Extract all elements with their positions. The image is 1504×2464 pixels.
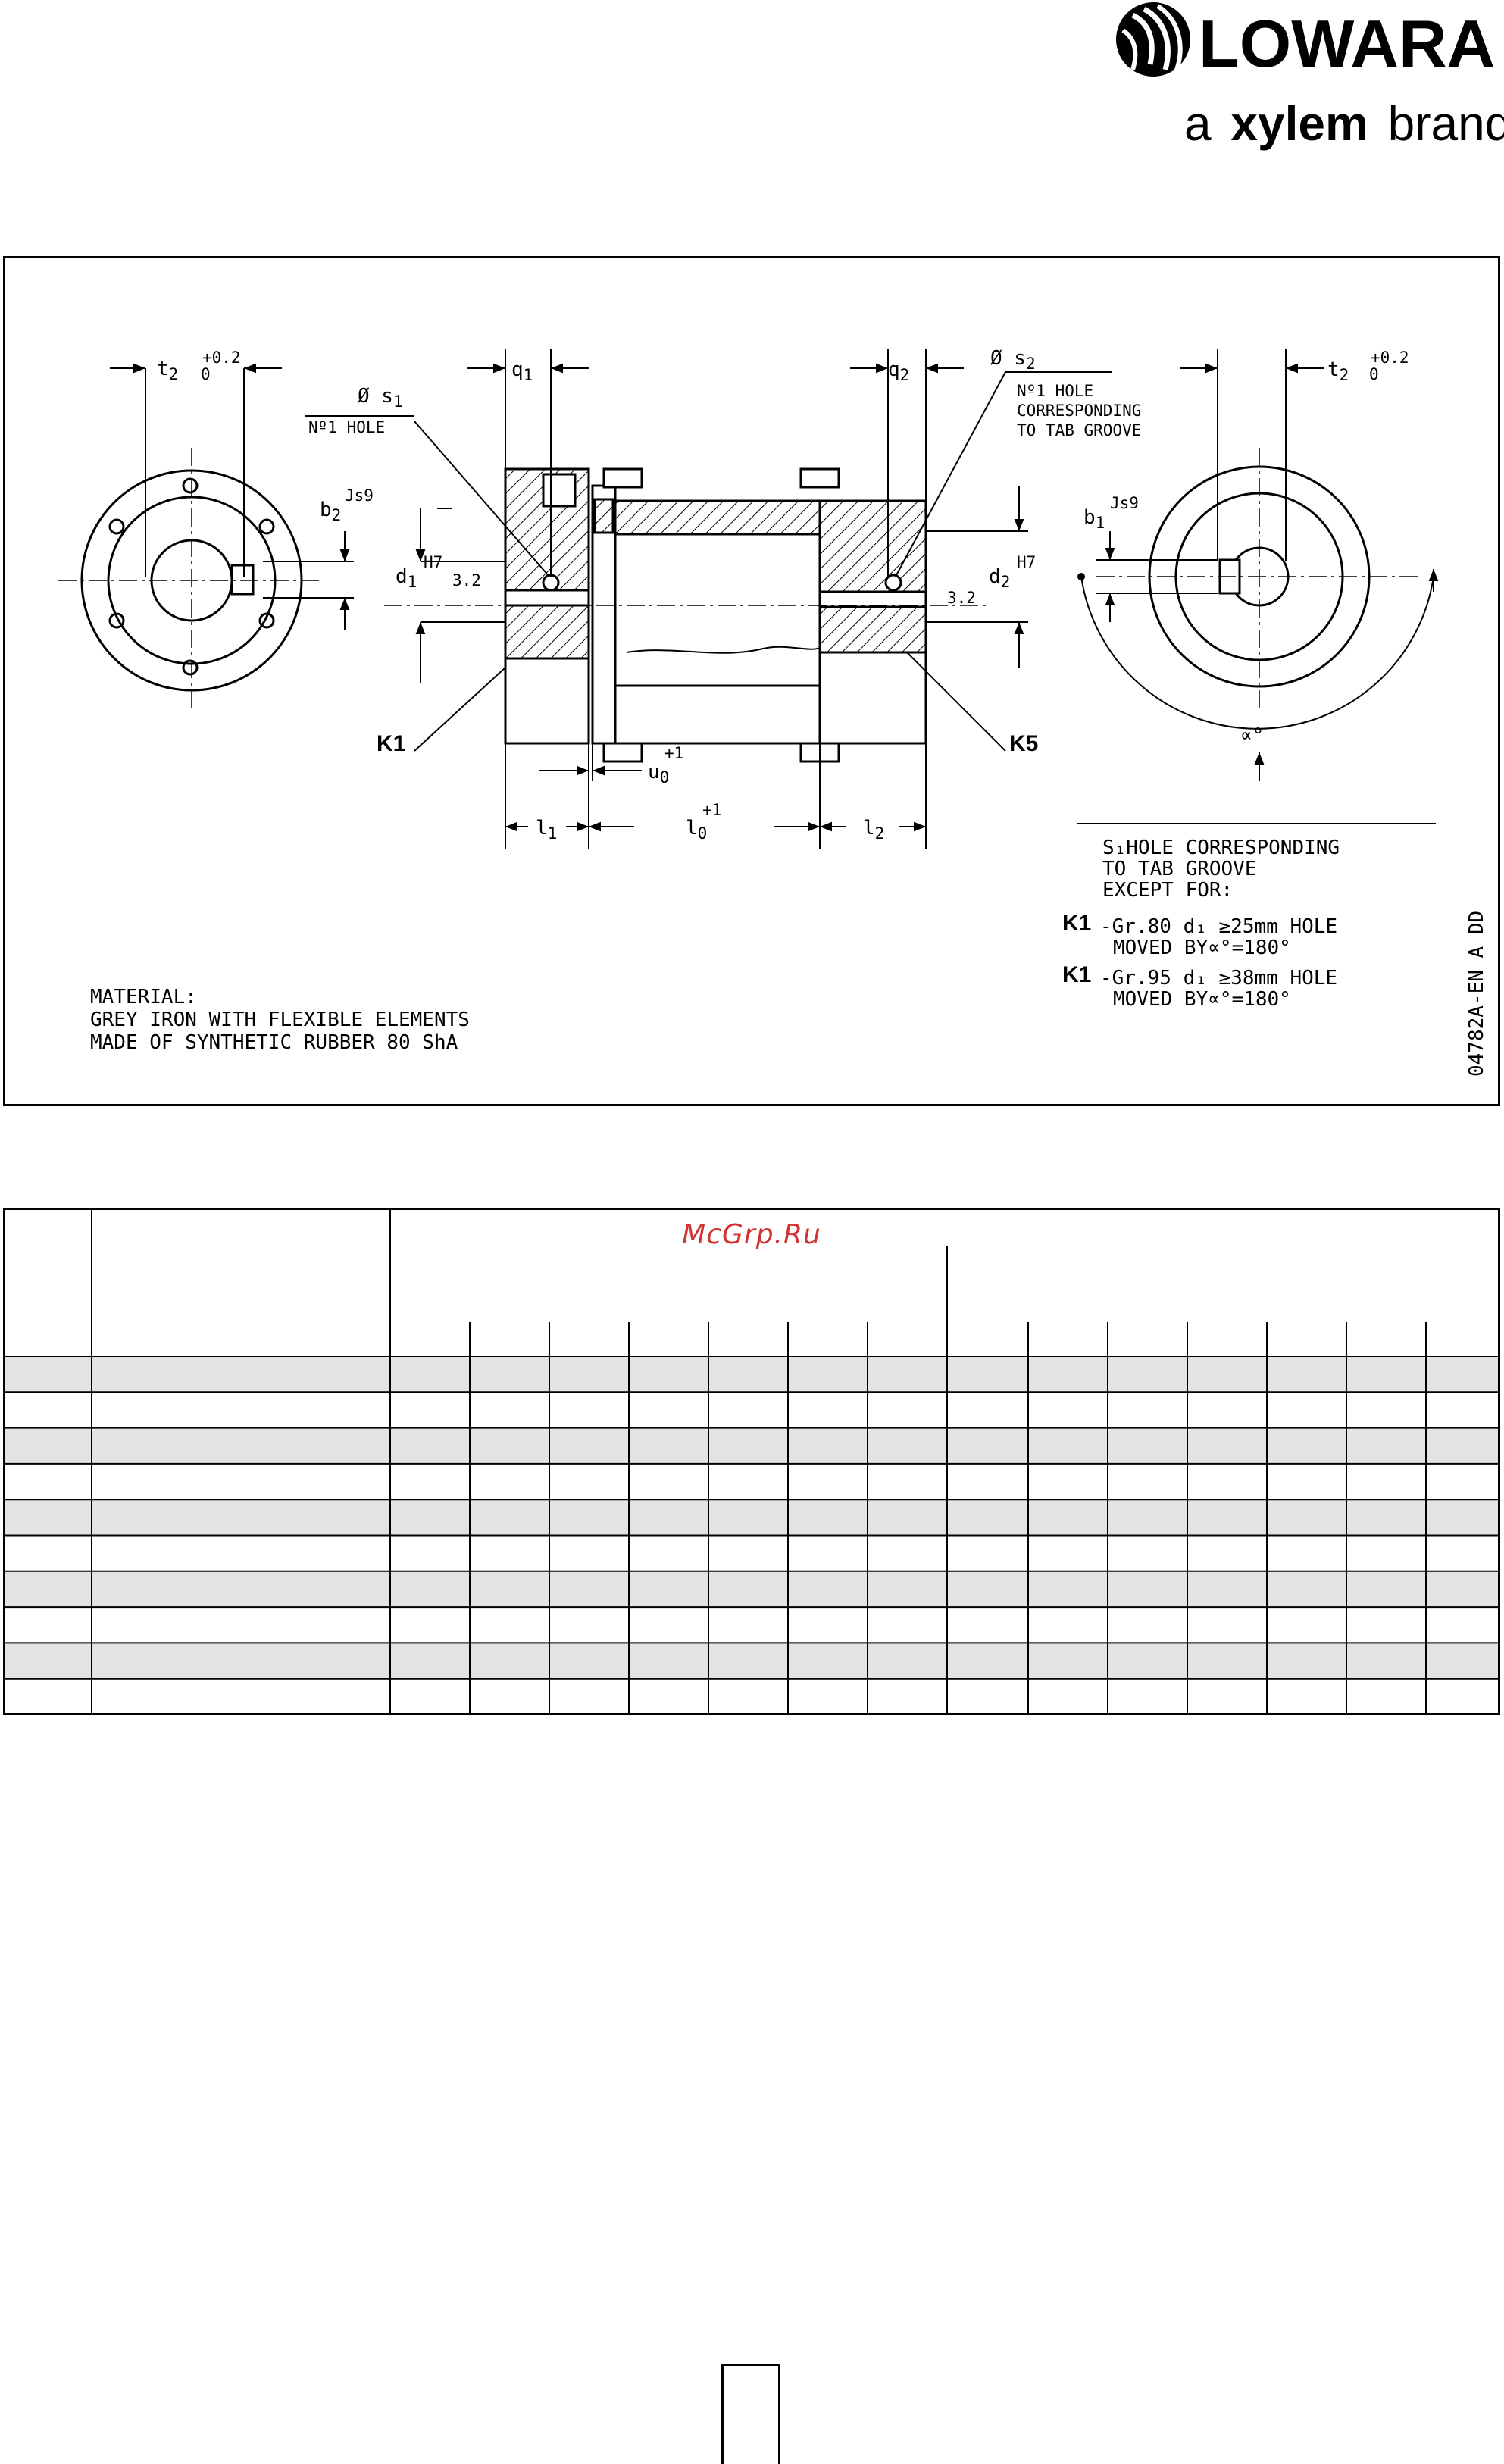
label-d1: d1 — [396, 565, 417, 591]
material-line3: MADE OF SYNTHETIC RUBBER 80 ShA — [90, 1031, 458, 1054]
material-line2: GREY IRON WITH FLEXIBLE ELEMENTS — [90, 1008, 470, 1031]
label-d2: d2 — [989, 565, 1010, 591]
center-dimensions — [305, 349, 1112, 849]
material-line1: MATERIAL: — [90, 986, 197, 1008]
table-row-shade — [5, 1571, 1498, 1608]
coupling-section — [384, 467, 990, 763]
label-b2-tol: Js9 — [345, 486, 374, 505]
lowara-drop-icon — [1116, 2, 1190, 77]
label-hole1: Nº1 HOLE — [308, 418, 385, 436]
note-k1a-line1: -Gr.80 d₁ ≥25mm HOLE — [1100, 915, 1337, 938]
label-l2: l2 — [863, 817, 884, 843]
lowara-logo: LOWARA a xylem brand — [1116, 2, 1504, 151]
material-note: MATERIAL: GREY IRON WITH FLEXIBLE ELEMEN… — [90, 986, 470, 1054]
hole-notes: S₁HOLE CORRESPONDING TO TAB GROOVE EXCEP… — [1062, 836, 1340, 1011]
label-u-tol: +1 — [664, 744, 683, 762]
label-b2: b2 — [320, 499, 341, 524]
watermark: McGrp.Ru — [682, 1219, 821, 1250]
label-roughness-2: 3.2 — [947, 589, 976, 607]
label-k5: K5 — [1009, 731, 1038, 756]
label-l1: l1 — [536, 817, 557, 843]
note-s1-line1: S₁HOLE CORRESPONDING — [1102, 836, 1340, 859]
note-k1a-code: K1 — [1062, 911, 1091, 936]
brand-name: LOWARA — [1199, 6, 1495, 81]
technical-drawing-frame: t2 0 +0.2 b2 Js9 — [3, 256, 1500, 1106]
label-hole2-line3: TO TAB GROOVE — [1017, 421, 1141, 439]
right-end-dimensions — [1077, 349, 1439, 824]
table-row-shade — [5, 1356, 1498, 1393]
left-end-dimensions — [110, 363, 354, 630]
note-k1b-code: K1 — [1062, 962, 1091, 987]
left-end-view — [58, 448, 324, 713]
label-q2: q2 — [888, 358, 909, 384]
label-q1: q1 — [511, 358, 533, 384]
note-s1-line3: EXCEPT FOR: — [1102, 879, 1233, 902]
drawing-code: 04782A-EN_A_DD — [1465, 911, 1488, 1077]
dimension-table: McGrp.Ru — [3, 1208, 1500, 1715]
table-row-shade — [5, 1643, 1498, 1679]
label-t2-right: t2 — [1327, 358, 1349, 384]
label-t2-right-tol-base: 0 — [1369, 365, 1379, 383]
label-b1: b1 — [1083, 506, 1105, 532]
table-row-shade — [5, 1427, 1498, 1464]
right-end-view — [1080, 448, 1434, 730]
page-number-box — [721, 2364, 780, 2464]
label-d1-tol: H7 — [424, 553, 442, 571]
note-k1b-line1: -Gr.95 d₁ ≥38mm HOLE — [1100, 967, 1337, 990]
dimension-table-grid — [5, 1210, 1498, 1713]
label-d2-tol: H7 — [1017, 553, 1036, 571]
label-t2-left-tol: +0.2 — [202, 349, 241, 367]
label-roughness-1: 3.2 — [452, 571, 481, 589]
label-t2-left: t2 — [157, 358, 178, 383]
brand-tagline: a xylem brand — [1184, 96, 1504, 151]
table-row-shade — [5, 1499, 1498, 1536]
label-diam-s2: Ø s2 — [990, 347, 1036, 373]
label-u: u0 — [648, 761, 669, 786]
reference-point — [1077, 573, 1085, 580]
label-diam-s1: Ø s1 — [358, 385, 403, 411]
label-l0: l0 — [686, 817, 707, 843]
label-k1: K1 — [377, 731, 405, 756]
label-alpha: ∝° — [1240, 724, 1264, 747]
label-b1-tol: Js9 — [1110, 494, 1139, 512]
label-hole2-line1: Nº1 HOLE — [1017, 382, 1093, 400]
label-t2-right-tol: +0.2 — [1371, 349, 1409, 367]
coupling-drawing: t2 0 +0.2 b2 Js9 — [58, 347, 1488, 1077]
label-hole2-line2: CORRESPONDING — [1017, 402, 1141, 420]
label-l0-tol: +1 — [702, 801, 721, 819]
note-k1a-line2: MOVED BY∝°=180° — [1113, 937, 1291, 959]
note-s1-line2: TO TAB GROOVE — [1102, 858, 1257, 880]
note-k1b-line2: MOVED BY∝°=180° — [1113, 988, 1291, 1011]
label-t2-left-tol-base: 0 — [201, 365, 211, 383]
